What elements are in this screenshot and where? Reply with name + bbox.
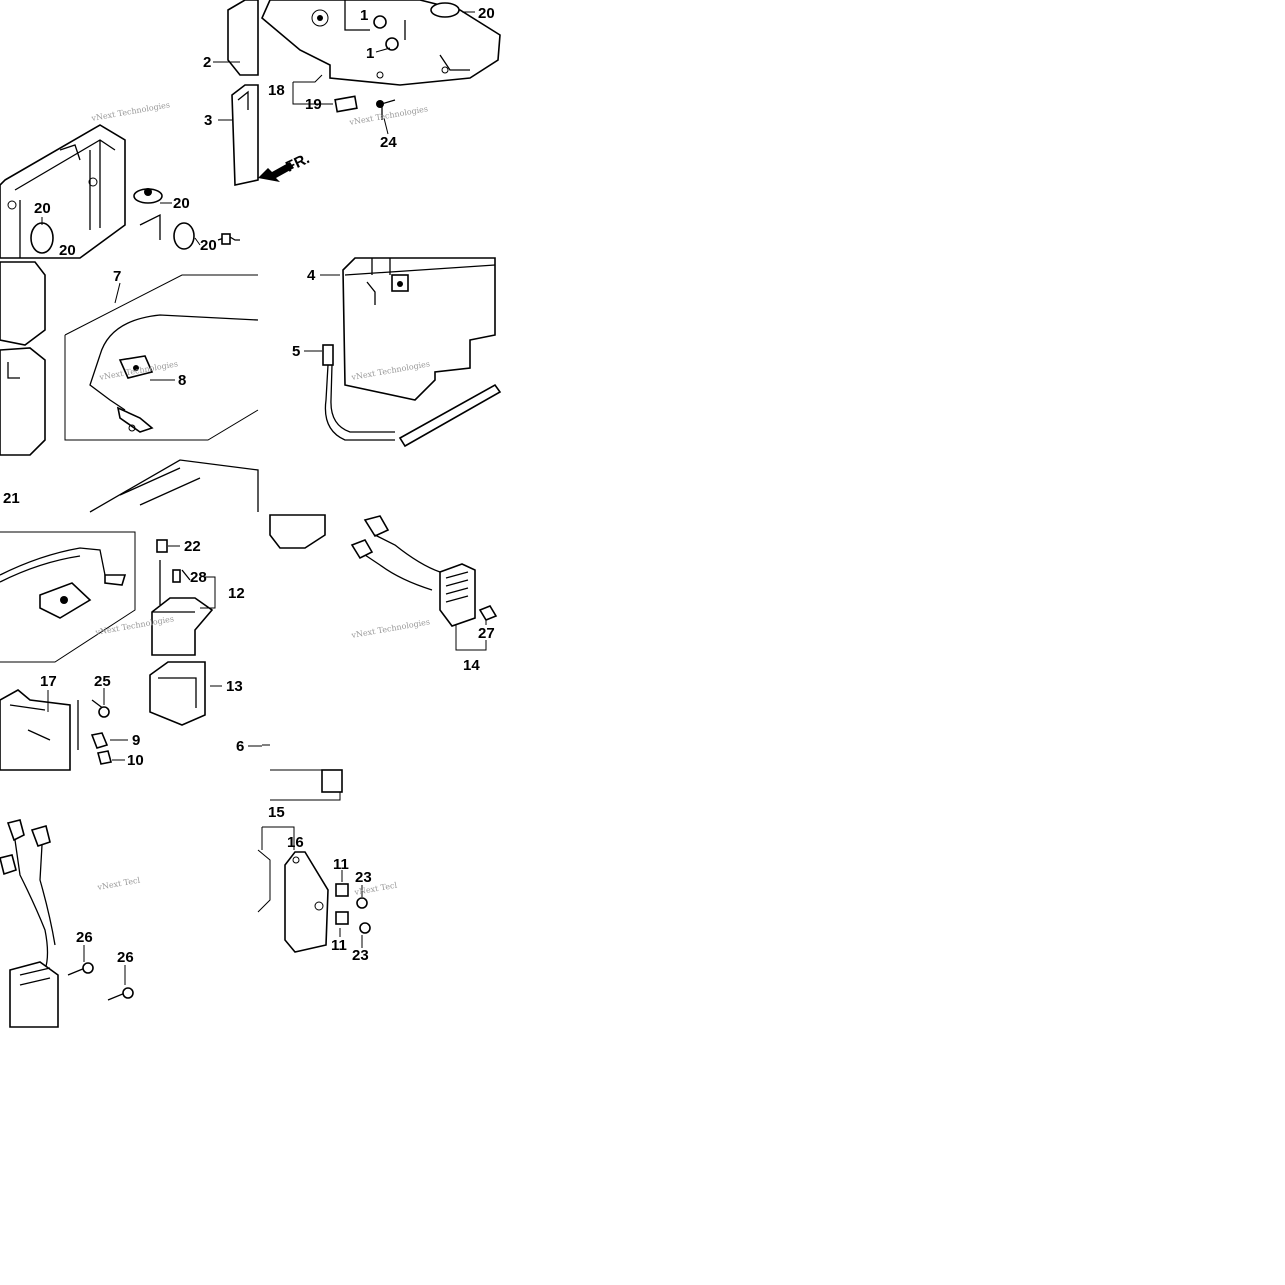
callout-28: 28 [190, 569, 207, 586]
callout-11: 11 [333, 856, 349, 873]
leader-lines [41, 11, 487, 985]
watermarks: vNext Technologies vNext Technologies vN… [90, 100, 431, 897]
vent-tube [322, 344, 502, 448]
cover-plate [257, 849, 329, 953]
callout-1: 1 [360, 7, 368, 24]
regulator-left-part [0, 689, 71, 771]
watermark: vNext Technologies [90, 100, 171, 123]
callout-18: 18 [268, 82, 285, 99]
regulator-rectifier [0, 819, 59, 1028]
callout-11: 11 [331, 937, 347, 954]
starter-relay [151, 539, 214, 656]
callout-numbers: 1 1 2 3 4 5 6 7 8 9 10 11 11 12 13 14 15… [3, 5, 495, 966]
watermark: vNext Tecl [96, 876, 141, 893]
relay-box [227, 0, 259, 186]
callout-10: 10 [127, 752, 144, 769]
callout-1: 1 [366, 45, 374, 62]
callout-27: 27 [478, 625, 495, 642]
callout-22: 22 [184, 538, 201, 555]
callout-2: 2 [203, 54, 211, 71]
starter-cable-assembly [64, 274, 259, 441]
callout-20: 20 [173, 195, 190, 212]
callout-8: 8 [178, 372, 186, 389]
callout-3: 3 [204, 112, 212, 129]
callout-19: 19 [305, 96, 322, 113]
callout-5: 5 [292, 343, 300, 360]
callout-20: 20 [59, 242, 76, 259]
mounting-bolts-26 [67, 962, 134, 1001]
collars-and-bolts [335, 883, 371, 934]
callout-24: 24 [380, 134, 397, 151]
callout-13: 13 [226, 678, 243, 695]
battery [342, 257, 496, 401]
rubber-mount-pads [30, 188, 195, 254]
callout-16: 16 [287, 834, 304, 851]
battery-top-strip [89, 459, 259, 513]
callout-20: 20 [478, 5, 495, 22]
callout-21: 21 [3, 490, 20, 507]
callout-9: 9 [132, 732, 140, 749]
callout-25: 25 [94, 673, 111, 690]
wire-harness [269, 514, 441, 591]
bolt-parts [217, 233, 240, 245]
battery-bracket [261, 0, 501, 86]
callout-4: 4 [307, 267, 316, 284]
watermark: vNext Technologies [348, 104, 429, 127]
callout-14: 14 [463, 657, 480, 674]
callout-20: 20 [34, 200, 51, 217]
callout-6: 6 [236, 738, 244, 755]
relay-cable [0, 531, 136, 663]
callout-20: 20 [200, 237, 217, 254]
callout-26: 26 [76, 929, 93, 946]
front-direction-arrow: FR. [258, 150, 312, 182]
bolts-row3 [77, 699, 112, 765]
left-battery-side [0, 261, 46, 456]
callout-7: 7 [113, 268, 121, 285]
front-indicator-label: FR. [283, 150, 312, 176]
callout-17: 17 [40, 673, 57, 690]
fuse-box [262, 563, 498, 801]
relay-cover [149, 661, 206, 726]
battery-box-frame [0, 124, 161, 259]
callout-26: 26 [117, 949, 134, 966]
callout-23: 23 [355, 869, 372, 886]
callout-23: 23 [352, 947, 369, 964]
small-clips [334, 15, 399, 120]
watermark: vNext Technologies [350, 617, 431, 640]
callout-12: 12 [228, 585, 245, 602]
callout-15: 15 [268, 804, 285, 821]
